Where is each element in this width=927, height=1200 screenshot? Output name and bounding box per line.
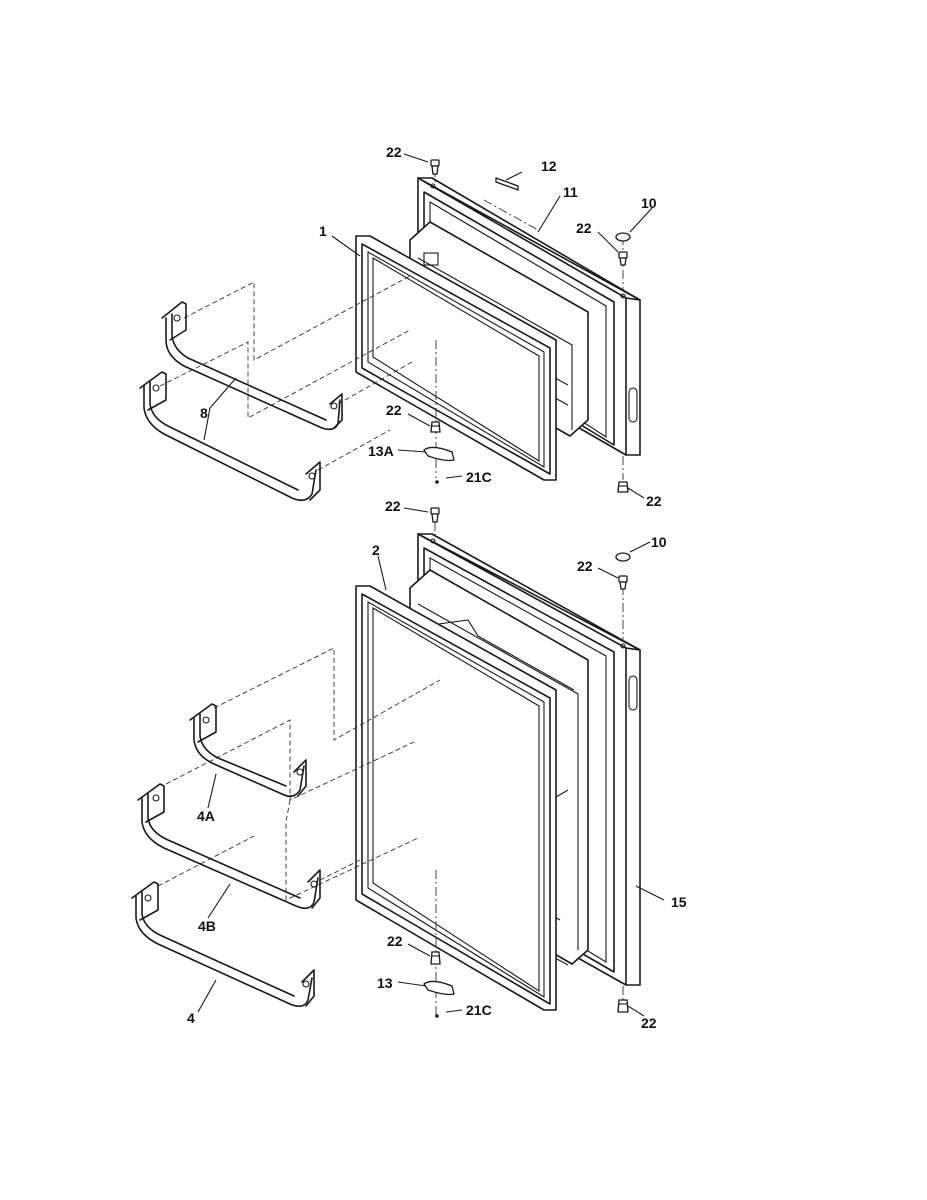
fresh-food-door-gasket	[355, 585, 557, 1011]
assembly-line	[285, 799, 419, 901]
callout-22: 22	[386, 144, 402, 160]
hinge-axis	[483, 199, 539, 231]
callout-4a: 4A	[197, 808, 215, 824]
leader-lines	[197, 153, 665, 1017]
callout-10: 10	[641, 195, 657, 211]
callout-22: 22	[386, 402, 402, 418]
callout-22: 22	[385, 498, 401, 514]
callout-1: 1	[319, 223, 327, 239]
callout-21c: 21C	[466, 469, 492, 485]
callout-21c: 21C	[466, 1002, 492, 1018]
screw-icon	[617, 481, 629, 493]
callout-4b: 4B	[198, 918, 216, 934]
assembly-line	[157, 835, 255, 887]
callout-11: 11	[563, 184, 578, 200]
pin-icon	[435, 480, 439, 484]
screw-icon	[430, 951, 441, 965]
assembly-line	[213, 647, 441, 741]
callout-22: 22	[576, 220, 592, 236]
freezer-door-assembly	[159, 168, 641, 481]
fresh-food-shelf-4	[131, 881, 315, 1008]
plug-button-icon	[615, 232, 631, 242]
fresh-food-shelf-4a	[189, 703, 307, 798]
screw-icon	[618, 251, 628, 266]
assembly-line	[337, 361, 413, 405]
pin-icon	[435, 1014, 439, 1018]
freezer-hardware	[423, 159, 631, 493]
callout-12: 12	[541, 158, 557, 174]
callout-13a: 13A	[368, 443, 394, 459]
label-strip-icon	[495, 177, 519, 191]
fresh-food-hardware	[423, 507, 631, 1018]
hinge-bracket-icon	[423, 446, 455, 462]
screw-icon	[430, 159, 440, 175]
freezer-door-gasket	[355, 235, 557, 481]
callout-22: 22	[646, 493, 662, 509]
callout-13: 13	[377, 975, 393, 991]
fresh-food-door-assembly	[157, 522, 641, 1015]
callout-4: 4	[187, 1010, 195, 1026]
assembly-line	[165, 719, 415, 801]
freezer-shelf-lower	[139, 371, 321, 502]
assembly-line	[319, 859, 361, 881]
screw-icon	[618, 575, 628, 590]
screw-icon	[430, 507, 440, 523]
fresh-food-shelf-4b	[137, 783, 321, 910]
screw-icon	[430, 421, 441, 433]
plug-button-icon	[615, 552, 631, 562]
assembly-line	[159, 329, 411, 419]
callout-15: 15	[671, 894, 687, 910]
callouts: 22 12 11 10 22 1 8 22 13A 21C 22 22 2 10…	[187, 144, 687, 1031]
callout-10: 10	[651, 534, 667, 550]
callout-22: 22	[387, 933, 403, 949]
hinge-bracket-icon	[423, 980, 455, 996]
callout-22: 22	[641, 1015, 657, 1031]
callout-8: 8	[200, 405, 208, 421]
screw-icon	[617, 999, 629, 1013]
assembly-line	[317, 429, 391, 471]
callout-2: 2	[372, 542, 380, 558]
callout-22: 22	[577, 558, 593, 574]
freezer-shelf-upper	[161, 301, 343, 431]
